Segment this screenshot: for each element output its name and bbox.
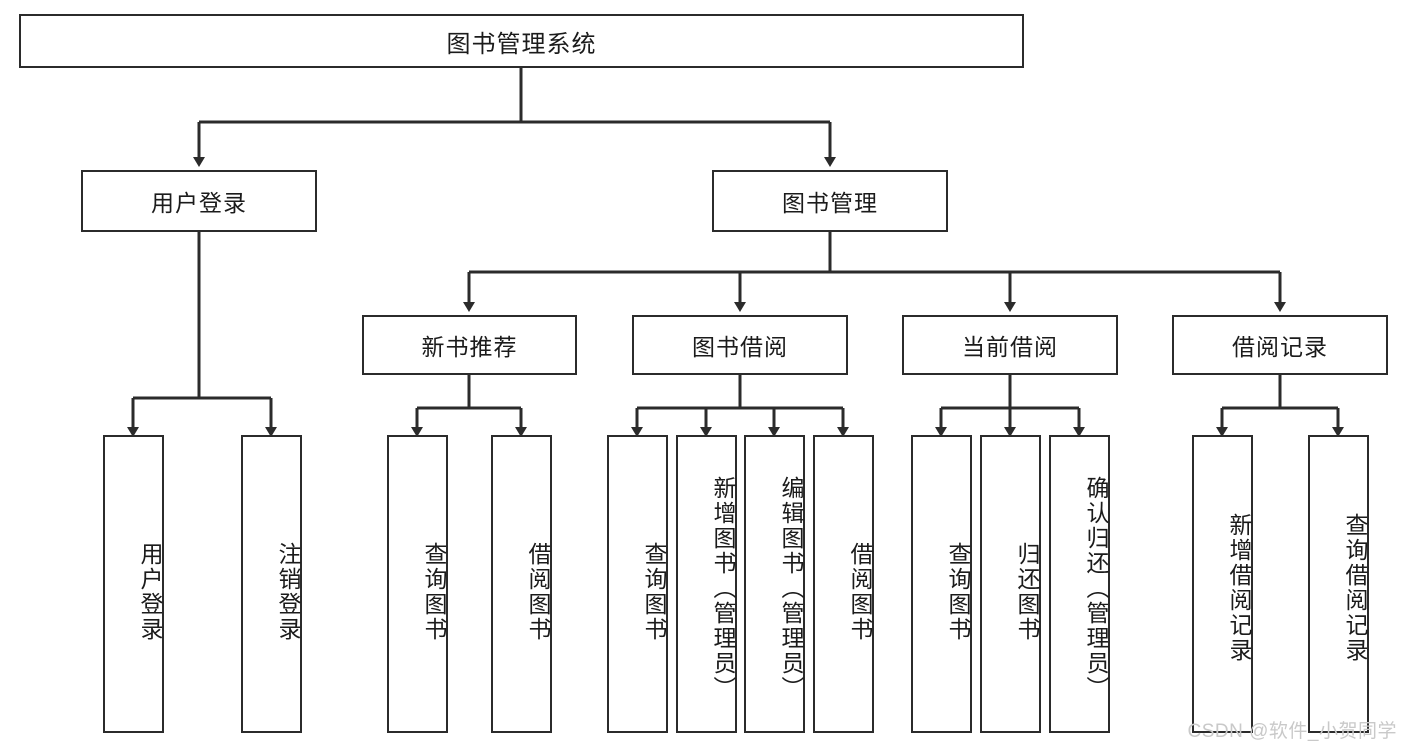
leaf-new-book-query[interactable]: 查询图书 [387, 435, 448, 733]
leaf-label: 借阅图书 [525, 542, 551, 642]
leaf-new-book-borrow[interactable]: 借阅图书 [491, 435, 552, 733]
node-new-book-recommend-label: 新书推荐 [421, 334, 518, 360]
watermark: CSDN @软件_小贺同学 [1187, 721, 1397, 742]
node-user-login-label: 用户登录 [151, 190, 247, 216]
leaf-label: 查询图书 [945, 542, 971, 642]
leaf-label: 查询图书 [641, 542, 667, 642]
node-book-borrow[interactable]: 图书借阅 [632, 315, 848, 375]
node-current-borrow[interactable]: 当前借阅 [902, 315, 1118, 375]
node-book-borrow-label: 图书借阅 [692, 334, 788, 360]
node-user-login[interactable]: 用户登录 [81, 170, 317, 232]
node-borrow-record-label: 借阅记录 [1232, 334, 1328, 360]
leaf-current-borrow-confirm-return[interactable]: 确认归还（管理员） [1049, 435, 1110, 733]
node-borrow-record[interactable]: 借阅记录 [1172, 315, 1388, 375]
node-new-book-recommend[interactable]: 新书推荐 [362, 315, 577, 375]
leaf-label: 查询借阅记录 [1342, 513, 1368, 663]
leaf-label: 注销登录 [275, 542, 301, 642]
leaf-book-borrow-borrow[interactable]: 借阅图书 [813, 435, 874, 733]
leaf-label: 归还图书 [1014, 542, 1040, 642]
leaf-borrow-record-add[interactable]: 新增借阅记录 [1192, 435, 1253, 733]
leaf-book-borrow-add[interactable]: 新增图书（管理员） [676, 435, 737, 733]
leaf-book-borrow-edit[interactable]: 编辑图书（管理员） [744, 435, 805, 733]
leaf-label: 借阅图书 [847, 542, 873, 642]
leaf-current-borrow-return[interactable]: 归还图书 [980, 435, 1041, 733]
leaf-current-borrow-query[interactable]: 查询图书 [911, 435, 972, 733]
leaf-label: 查询图书 [421, 542, 447, 642]
leaf-user-login-logout[interactable]: 注销登录 [241, 435, 302, 733]
leaf-label: 确认归还（管理员） [1083, 475, 1109, 701]
leaf-label: 新增图书（管理员） [710, 475, 736, 701]
leaf-user-login-login[interactable]: 用户登录 [103, 435, 164, 733]
node-root[interactable]: 图书管理系统 [19, 14, 1024, 68]
leaf-book-borrow-query[interactable]: 查询图书 [607, 435, 668, 733]
leaf-label: 新增借阅记录 [1226, 513, 1252, 663]
leaf-label: 用户登录 [137, 542, 163, 642]
node-book-management[interactable]: 图书管理 [712, 170, 948, 232]
leaf-label: 编辑图书（管理员） [778, 475, 804, 701]
node-book-management-label: 图书管理 [782, 190, 878, 216]
node-root-label: 图书管理系统 [446, 30, 597, 58]
node-current-borrow-label: 当前借阅 [962, 334, 1058, 360]
leaf-borrow-record-query[interactable]: 查询借阅记录 [1308, 435, 1369, 733]
